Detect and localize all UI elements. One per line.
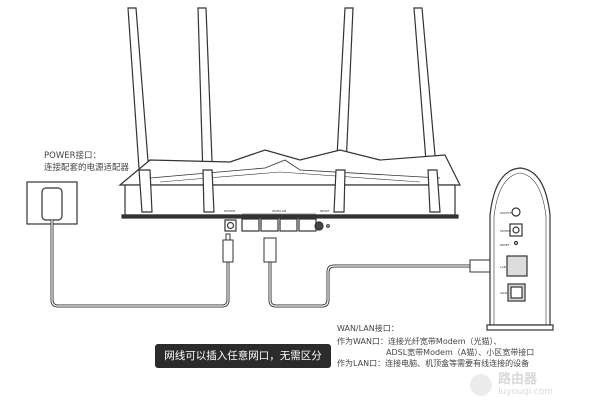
power-port-label: POWER接口： 连接配套的电源适配器	[44, 150, 129, 174]
router-lan-port-1	[241, 218, 260, 232]
modem-power-text: POWER	[500, 229, 511, 233]
watermark-name: 路由器	[498, 372, 538, 387]
modem-onoff-text: ON/OFF	[500, 211, 512, 215]
wan-prefix: 作为WAN口：	[337, 337, 388, 346]
power-port-title: POWER接口：	[44, 151, 101, 161]
router-reset-hole	[326, 224, 330, 228]
modem-onoff-button	[511, 207, 521, 217]
modem-lan-port	[506, 255, 528, 277]
power-port-desc: 连接配套的电源适配器	[44, 163, 130, 173]
router-power-text: POWER	[224, 209, 235, 213]
lan-prefix: 作为LAN口：	[337, 359, 386, 368]
router-wanlan-text: WAN/LAN	[272, 209, 286, 213]
router-lan-port-3	[279, 218, 298, 232]
router-top	[118, 149, 461, 186]
modem	[486, 167, 554, 331]
note-banner: 网线可以插入任意网口，无需区分	[155, 344, 331, 368]
ethernet-cable	[268, 262, 470, 308]
wan-line-1: 连接光纤宽带Modem（光猫）、	[387, 337, 502, 346]
router-lan-port-4	[298, 218, 317, 232]
watermark-circle-icon	[470, 374, 492, 396]
router-wps-button	[314, 221, 324, 231]
router-lan-port-2	[260, 218, 279, 232]
ethernet-plug-router	[263, 237, 277, 263]
wan-lan-title: WAN/LAN接口：	[337, 324, 399, 333]
modem-reset-text: RESET	[500, 243, 510, 247]
router-back-panel	[124, 184, 456, 216]
watermark-url: luyouqi.com	[498, 387, 554, 397]
power-plug	[222, 239, 234, 263]
watermark-logo: 路由器 luyouqi.com	[470, 372, 595, 400]
wan-lan-label: WAN/LAN接口： 作为WAN口：连接光纤宽带Modem（光猫）、 ADSL宽…	[337, 323, 534, 369]
router-reset-text: RESET	[320, 209, 330, 213]
wan-line-2: ADSL宽带Modem（A猫）、小区宽带接口	[386, 348, 535, 357]
modem-adsl-text: ADSL	[500, 291, 508, 295]
wall-socket	[26, 181, 78, 225]
modem-lan-text: LAN	[500, 265, 506, 269]
lan-line: 连接电脑、机顶盒等需要有线连接的设备	[385, 359, 530, 368]
power-cable	[50, 220, 230, 308]
